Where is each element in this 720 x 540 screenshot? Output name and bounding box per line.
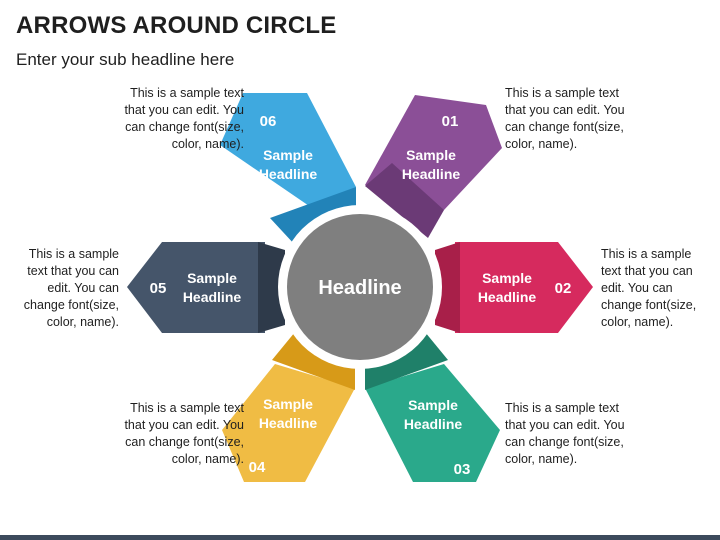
desc-05: This is a sample text that you can edit.…	[4, 246, 119, 331]
arrow-06-head2: Headline	[259, 166, 318, 182]
desc-06-line: This is a sample text	[130, 86, 244, 100]
arrow-04-body	[222, 364, 355, 482]
arrow-02-body	[455, 242, 593, 333]
desc-02-line: color, name).	[601, 315, 674, 329]
arrow-01-head1: Sample	[406, 147, 456, 163]
desc-05-line: This is a sample	[28, 247, 119, 261]
arrow-02-head1: Sample	[482, 270, 532, 286]
desc-02-line: This is a sample	[601, 247, 692, 261]
desc-04-line: color, name).	[171, 452, 244, 466]
arrow-06-band	[270, 187, 356, 245]
arrow-04-number: 04	[249, 459, 266, 476]
arrow-05[interactable]: 05 Sample Headline	[127, 242, 285, 333]
desc-01-line: This is a sample text	[505, 86, 619, 100]
desc-03-line: color, name).	[505, 452, 578, 466]
desc-01-line: can change font(size,	[505, 120, 624, 134]
arrow-05-body	[127, 242, 265, 333]
arrow-05-head2: Headline	[183, 289, 242, 305]
desc-05-line: text that you can	[27, 264, 119, 278]
center-circle[interactable]	[287, 214, 433, 360]
desc-01-line: color, name).	[505, 137, 578, 151]
desc-04-line: This is a sample text	[130, 401, 244, 415]
desc-03: This is a sample text that you can edit.…	[505, 400, 655, 468]
desc-06: This is a sample text that you can edit.…	[94, 85, 244, 153]
arrow-02-number: 02	[555, 280, 572, 297]
arrow-02-band	[435, 242, 460, 333]
arrow-01-head2: Headline	[402, 166, 461, 182]
center-label: Headline	[318, 277, 401, 299]
arrow-05-head1: Sample	[187, 270, 237, 286]
desc-06-line: that you can edit. You	[124, 103, 244, 117]
desc-04: This is a sample text that you can edit.…	[94, 400, 244, 468]
arrow-04-head2: Headline	[259, 415, 318, 431]
desc-04-line: that you can edit. You	[124, 418, 244, 432]
arrow-05-number: 05	[150, 280, 167, 297]
desc-05-line: edit. You can	[47, 281, 119, 295]
arrow-02[interactable]: Sample Headline 02	[435, 242, 593, 333]
desc-05-line: change font(size,	[23, 298, 119, 312]
desc-02-line: change font(size,	[601, 298, 697, 312]
arrow-01-number: 01	[442, 113, 459, 130]
desc-03-line: that you can edit. You	[505, 418, 625, 432]
arrow-03[interactable]: Sample Headline 03	[365, 332, 500, 482]
desc-06-line: can change font(size,	[125, 120, 244, 134]
page-subtitle: Enter your sub headline here	[16, 50, 235, 69]
desc-01: This is a sample text that you can edit.…	[505, 85, 655, 153]
arrow-03-head2: Headline	[404, 416, 463, 432]
arrow-03-head1: Sample	[408, 397, 458, 413]
arrow-03-band	[365, 332, 448, 390]
arrow-01[interactable]: 01 Sample Headline	[365, 95, 502, 238]
bottom-bar	[0, 535, 720, 540]
arrow-05-band	[258, 242, 285, 333]
page-title: ARROWS AROUND CIRCLE	[16, 12, 337, 39]
arrow-03-body	[365, 364, 500, 482]
desc-01-line: that you can edit. You	[505, 103, 625, 117]
desc-03-line: This is a sample text	[505, 401, 619, 415]
desc-04-line: can change font(size,	[125, 435, 244, 449]
desc-03-line: can change font(size,	[505, 435, 624, 449]
arrow-03-number: 03	[454, 461, 471, 478]
arrow-04-band	[272, 332, 355, 390]
arrow-06[interactable]: 06 Sample Headline	[220, 93, 356, 245]
desc-05-line: color, name).	[46, 315, 119, 329]
arrow-06-body	[220, 93, 356, 210]
desc-06-line: color, name).	[171, 137, 244, 151]
arrow-06-number: 06	[260, 113, 277, 130]
arrow-01-band	[365, 163, 444, 238]
desc-02: This is a sample text that you can edit.…	[601, 246, 716, 331]
desc-02-line: text that you can	[601, 264, 693, 278]
arrow-04-head1: Sample	[263, 396, 313, 412]
desc-02-line: edit. You can	[601, 281, 673, 295]
arrow-02-head2: Headline	[478, 289, 537, 305]
arrow-04[interactable]: Sample Headline 04	[222, 332, 355, 482]
arrow-06-head1: Sample	[263, 147, 313, 163]
